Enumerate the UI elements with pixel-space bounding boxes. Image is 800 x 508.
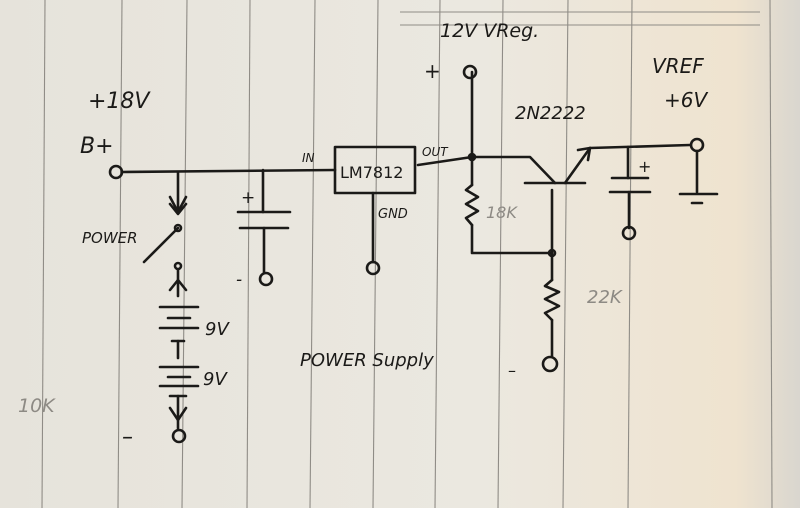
vref-value-label: +6V xyxy=(664,88,708,112)
cap-plus-label: + xyxy=(241,188,255,208)
battery1-label: 9V xyxy=(205,319,230,340)
resistor-22k xyxy=(543,278,561,322)
negative-terminal-label: – xyxy=(122,425,133,450)
regulator-label: LM7812 xyxy=(340,163,403,182)
vreg-title-label: 12V VReg. xyxy=(440,20,539,42)
vref-title-label: VREF xyxy=(652,54,704,78)
resistor-18k xyxy=(464,183,480,227)
reg-gnd-label: GND xyxy=(378,207,408,222)
b-plus-label: B+ xyxy=(80,134,114,159)
power-switch-label: POWER xyxy=(82,229,138,247)
ground-symbol xyxy=(678,137,719,205)
margin-note: 10K xyxy=(18,395,56,417)
cap2-plus-label: + xyxy=(638,157,651,176)
battery-symbols xyxy=(158,268,200,444)
power-switch-symbol[interactable] xyxy=(142,170,188,271)
vreg-plus-label: + xyxy=(424,59,441,83)
cap-minus-label: - xyxy=(236,270,242,290)
transistor-label: 2N2222 xyxy=(515,103,586,124)
lm7812-regulator xyxy=(333,145,417,276)
input-capacitor xyxy=(236,168,292,287)
r1-label: 18K xyxy=(486,203,518,222)
r2-label: 22K xyxy=(587,287,623,308)
power-supply-caption: POWER Supply xyxy=(300,350,434,371)
notebook-rules xyxy=(41,0,773,508)
battery2-label: 9V xyxy=(203,369,228,390)
reg-out-label: OUT xyxy=(422,145,449,159)
output-capacitor xyxy=(608,145,652,241)
reg-in-label: IN xyxy=(302,151,315,165)
divider-minus-label: – xyxy=(508,361,516,380)
supply-voltage-label: +18V xyxy=(88,89,151,114)
wires xyxy=(108,64,559,373)
transistor-2n2222 xyxy=(523,143,692,185)
